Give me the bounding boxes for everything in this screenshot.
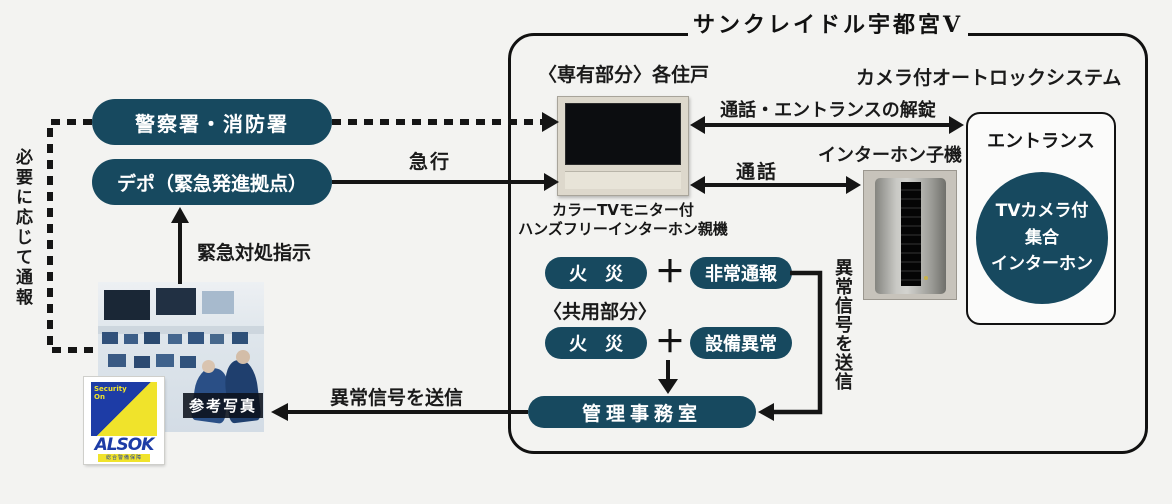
monitor-screen [565,103,681,165]
rush-label: 急行 [408,151,451,173]
doorphone-label: インターホン子機 [818,145,962,166]
photo-person-head [236,350,250,364]
talk-unlock-label: 通話・エントランスの解錠 [720,100,936,121]
dashed-report-route [47,119,96,353]
send-signal-left-label: 異常信号を送信 [330,387,464,409]
alsok-security-on-label: Security On [94,385,127,402]
police-fire-station-pill: 警察署・消防署 [92,99,332,145]
photo-monitor [144,332,160,344]
photo-caption: 参考写真 [182,393,263,418]
doorphone-body [875,178,946,294]
entrance-circle-line3: インターホン [991,254,1093,275]
equipment-error-pill: 設備異常 [690,327,792,359]
private-area-label: 〈専有部分〉各住戸 [538,64,710,86]
monitor-control-strip [565,171,681,189]
photo-wall-screen [202,291,234,314]
plus-sign: ＋ [655,325,685,360]
control-room-photo: 参考写真 [98,282,264,432]
photo-monitor [134,356,150,368]
monitor-caption-line2: ハンズフリーインターホン親機 [518,219,728,238]
photo-wall-screen [104,290,150,320]
photo-monitor [188,332,204,344]
entrance-box: エントランス TVカメラ付 集合 インターホン [966,112,1116,325]
talk-label: 通話 [735,161,778,183]
common-area-label: 〈共用部分〉 [543,301,658,323]
entrance-title: エントランス [987,131,1095,152]
doorphone-image [863,170,957,300]
entrance-circle-line1: TVカメラ付 [995,201,1089,222]
entrance-intercom-circle: TVカメラ付 集合 インターホン [976,172,1108,304]
diagram-title: サンクレイドル宇都宮Ⅴ [688,4,968,44]
photo-person-head [202,360,215,373]
depot-pill: デポ（緊急発進拠点） [92,159,332,205]
photo-monitor [124,334,138,344]
photo-monitor [210,334,224,344]
fire-pill-common: 火 災 [545,327,647,359]
doorphone-led [924,276,928,280]
arrowhead [271,403,288,421]
photo-monitor [156,354,174,367]
doorphone-speaker-slot [901,182,921,286]
intercom-monitor-image [557,96,689,196]
emergency-report-pill: 非常通報 [690,257,792,289]
as-needed-report-label: 必要に応じて通報 [12,148,32,308]
alsok-wordmark: ALSOK [94,435,155,455]
fire-pill-private: 火 災 [545,257,647,289]
alsok-diagonal-mark [91,382,157,436]
alsok-logo: Security On ALSOK 総合警備保障 [84,377,164,464]
management-office-pill: 管理事務室 [528,396,756,428]
photo-monitor [232,332,248,344]
arrowhead [171,207,189,223]
photo-monitor [168,334,182,344]
alsok-sub-label: 総合警備保障 [98,454,150,462]
send-signal-vertical-label: 異常信号を送信 [832,258,853,391]
monitor-caption-line1: カラーTVモニター付 [552,201,694,219]
photo-console-row [98,326,264,334]
photo-monitor [180,356,196,368]
entrance-circle-line2: 集合 [1025,227,1059,248]
photo-monitor [108,354,126,367]
plus-sign: ＋ [655,255,685,290]
photo-monitor [102,332,118,344]
emergency-instruction-label: 緊急対処指示 [197,242,312,264]
photo-wall-screen [156,288,196,315]
monitor-caption: カラーTVモニター付 ハンズフリーインターホン親機 [503,201,743,239]
autolock-system-label: カメラ付オートロックシステム [856,67,1122,89]
